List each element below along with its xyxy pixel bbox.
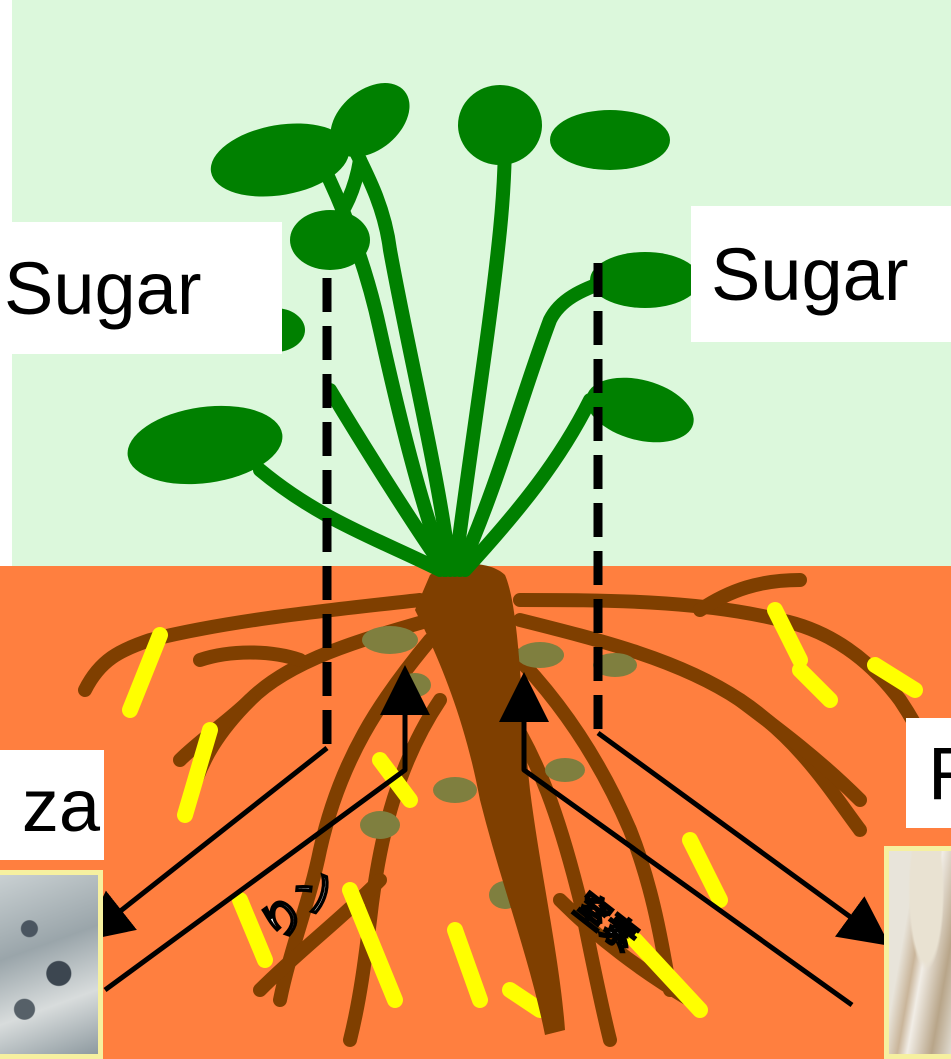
sugar-label-right: Sugar [691, 206, 951, 342]
mycorrhiza-photo [0, 870, 103, 1059]
rhizobia-label: R [906, 718, 951, 828]
mycorrhiza-label: za [0, 750, 104, 860]
sugar-label-left: Sugar [0, 222, 282, 354]
rhizobia-photo [884, 846, 951, 1059]
sugar-label-left-text: Sugar [4, 246, 201, 331]
sugar-label-right-text: Sugar [711, 232, 908, 317]
mycorrhiza-label-text: za [22, 763, 100, 848]
rhizobia-label-text: R [928, 731, 951, 816]
